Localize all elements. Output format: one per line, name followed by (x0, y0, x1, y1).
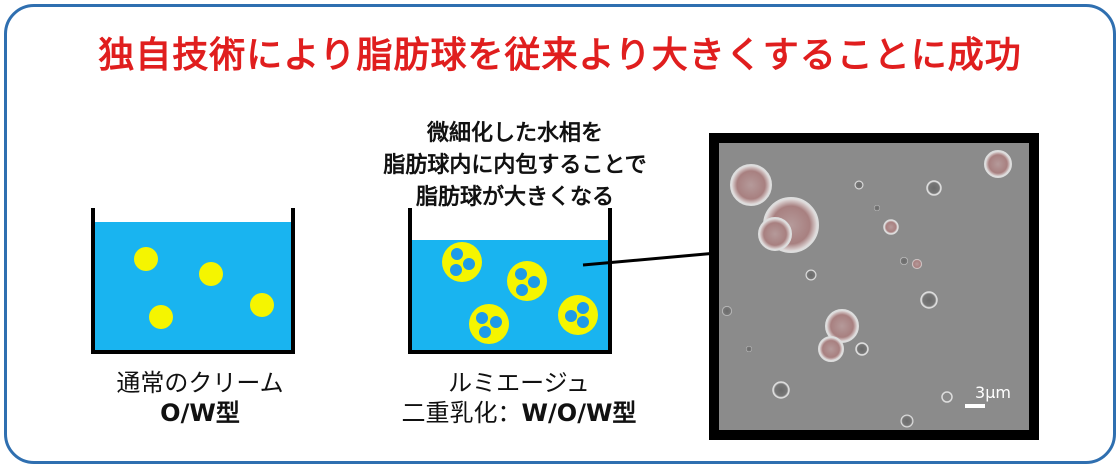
fat-globule (900, 257, 908, 265)
wow-container (408, 208, 612, 354)
fat-globule (730, 164, 772, 206)
callout-line-1: 微細化した水相を (426, 121, 603, 146)
fat-globule (900, 414, 914, 428)
ow-fat-droplet (134, 247, 158, 271)
fat-globule (854, 180, 864, 190)
callout-text: 微細化した水相を 脂肪球内に内包することで 脂肪球が大きくなる (360, 118, 670, 214)
wow-fat-globule (469, 304, 509, 344)
wow-fat-globule (442, 242, 482, 282)
fat-globule (926, 180, 942, 196)
wow-type-line: 二重乳化：W/O/W型 (378, 398, 660, 428)
ow-container (91, 208, 295, 354)
page-title: 独自技術により脂肪球を従来より大きくすることに成功 (98, 35, 1022, 76)
fat-globule (805, 269, 817, 281)
ow-fat-droplet (149, 305, 173, 329)
wow-beaker-outline (408, 208, 612, 354)
fat-globule (874, 205, 880, 211)
micrograph-droplets (722, 150, 1012, 428)
ow-beaker-outline (91, 208, 295, 354)
ow-water (93, 222, 293, 352)
fat-globule (920, 291, 938, 309)
ow-type: O/W型 (160, 399, 240, 427)
wow-fat-globule (558, 295, 598, 335)
fat-globule (984, 150, 1012, 178)
fat-globule (941, 391, 953, 403)
micrograph-field: 3μm (719, 143, 1029, 430)
ow-fat-droplet (250, 293, 274, 317)
wow-caption: ルミエージュ 二重乳化：W/O/W型 (378, 368, 660, 428)
scale-bar (965, 404, 985, 408)
callout-line-2: 脂肪球内に内包することで (383, 153, 647, 178)
scale-label: 3μm (975, 383, 1011, 402)
micrograph-image: 3μm (709, 133, 1039, 440)
fat-globule (855, 342, 869, 356)
ow-caption: 通常のクリーム O/W型 (80, 368, 320, 428)
wow-type-prefix: 二重乳化： (401, 399, 522, 427)
ow-name: 通常のクリーム (116, 369, 284, 397)
fat-globule (912, 259, 922, 269)
fat-globule (772, 381, 790, 399)
wow-name: ルミエージュ (448, 369, 590, 397)
callout-line-3: 脂肪球が大きくなる (415, 185, 614, 210)
fat-globule (818, 336, 844, 362)
wow-fat-globule (507, 261, 547, 301)
fat-globule (825, 309, 859, 343)
wow-type: W/O/W型 (521, 399, 637, 427)
fat-globule (883, 219, 899, 235)
ow-fat-droplet (199, 262, 223, 286)
fat-globule (746, 346, 752, 352)
fat-globule (722, 306, 732, 316)
fat-globule (758, 217, 792, 251)
